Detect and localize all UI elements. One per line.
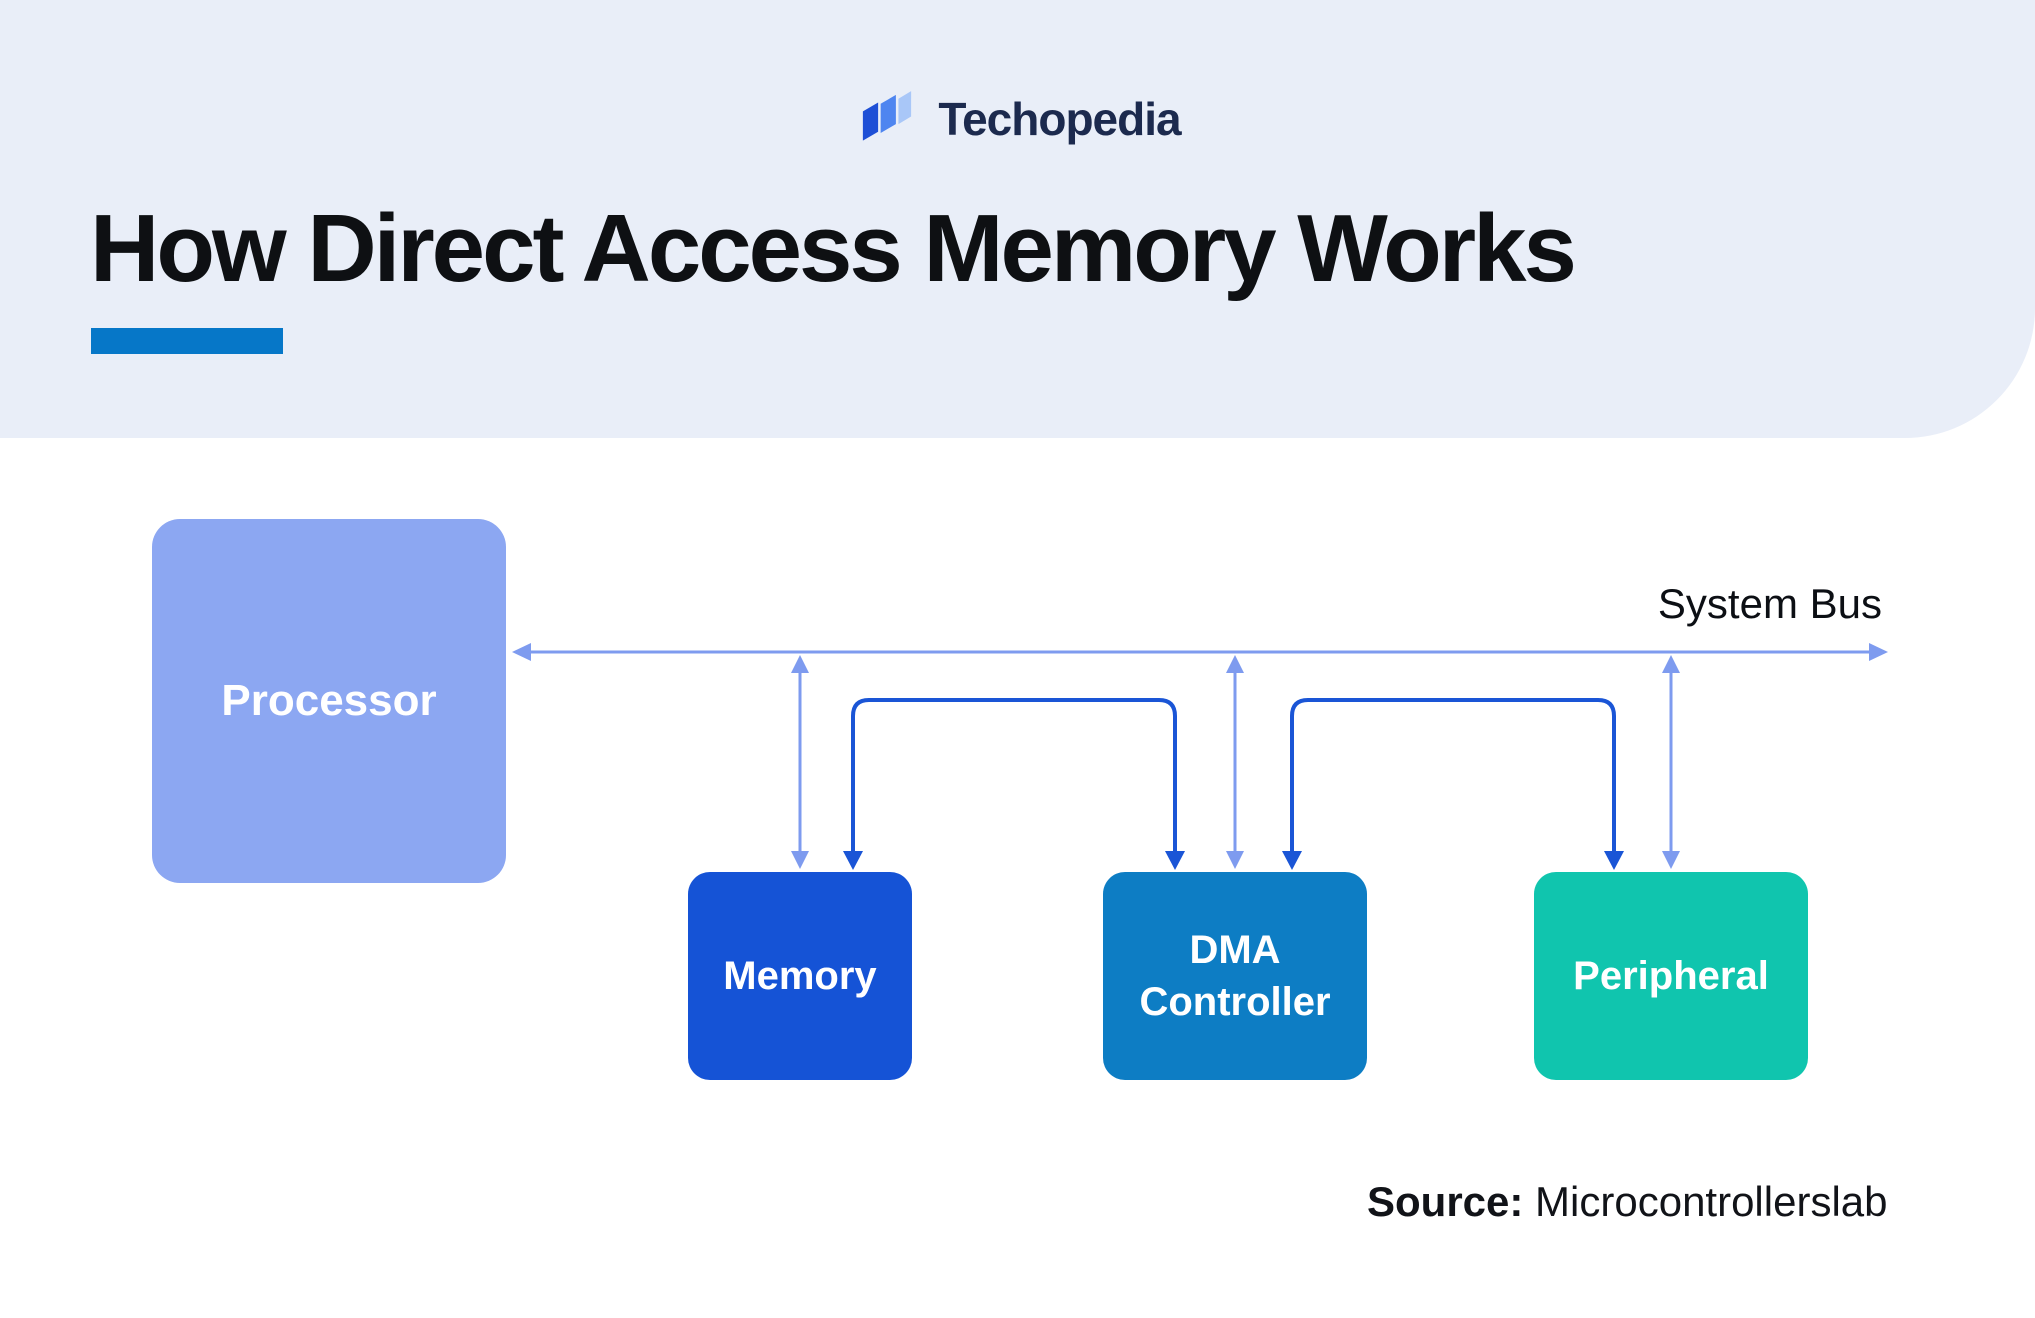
source-line: Source: Microcontrollerslab [1367, 1178, 1888, 1226]
dma-bus-arrow-up-icon [1226, 655, 1244, 673]
peripheral-bus-arrow-up-icon [1662, 655, 1680, 673]
bus-arrow-left-icon [512, 643, 531, 661]
node-processor-label: Processor [221, 676, 437, 726]
bus-arrow-right-icon [1869, 643, 1888, 661]
node-dma-controller-label: DMA Controller [1139, 928, 1331, 1024]
source-label: Source: [1367, 1178, 1524, 1225]
dma-bus-arrow-down-icon [1226, 851, 1244, 869]
memory-bus-arrow-down-icon [791, 851, 809, 869]
brand-name: Techopedia [938, 93, 1181, 145]
node-memory: Memory [688, 872, 912, 1080]
dma-peripheral-transfer-path [1290, 698, 1616, 853]
brand: Techopedia [0, 86, 2035, 152]
node-dma-controller: DMA Controller [1103, 872, 1367, 1080]
peripheral-transfer-arrow-icon [1604, 851, 1624, 870]
memory-dma-transfer-path [851, 698, 1177, 853]
peripheral-bus-arrow-down-icon [1662, 851, 1680, 869]
dma-transfer-arrow-left-icon [1165, 851, 1185, 870]
techopedia-logo-icon [863, 91, 912, 141]
memory-bus-arrow-up-icon [791, 655, 809, 673]
node-peripheral: Peripheral [1534, 872, 1808, 1080]
system-bus-label: System Bus [1657, 580, 1882, 627]
node-memory-label: Memory [723, 954, 877, 998]
title-accent-underline [91, 328, 283, 354]
source-value: Microcontrollerslab [1523, 1178, 1888, 1225]
node-peripheral-label: Peripheral [1573, 954, 1769, 998]
dma-transfer-arrow-right-icon [1282, 851, 1302, 870]
node-processor: Processor [152, 519, 506, 883]
header-band [0, 0, 2035, 438]
page-title: How Direct Access Memory Works [90, 195, 1577, 302]
memory-transfer-arrow-icon [843, 851, 863, 870]
